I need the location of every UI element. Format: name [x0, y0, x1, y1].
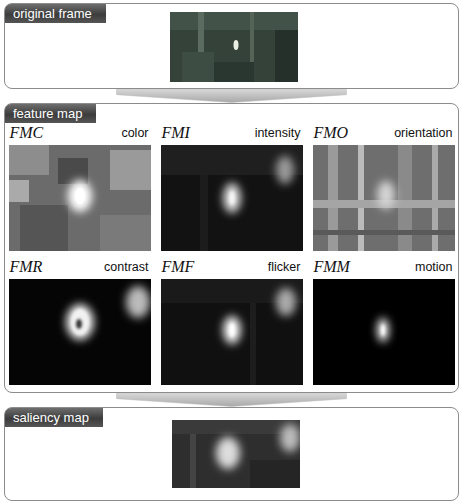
image-texture: [190, 434, 196, 488]
section-panel: feature mapFMC color FMI intensity FMO orient…: [4, 103, 459, 393]
image-highlight: [229, 191, 235, 205]
intensity-map-image: [161, 145, 303, 251]
image-highlight: [276, 156, 294, 184]
image-highlight: [75, 188, 85, 204]
saliency-map-image: [172, 420, 300, 488]
image-texture: [200, 175, 208, 251]
image-highlight: [377, 181, 395, 209]
image-ground: [313, 279, 455, 385]
image-highlight: [76, 319, 82, 329]
image-highlight: [68, 180, 92, 212]
feature-map-cell: FMO orientation: [313, 123, 455, 251]
image-texture: [313, 230, 455, 235]
flow-arrow: [117, 90, 347, 103]
image-texture: [250, 303, 256, 385]
image-highlight: [223, 316, 241, 344]
contrast-map-image: [9, 279, 151, 385]
map-symbol: FMI: [162, 123, 190, 143]
image-texture: [9, 145, 49, 175]
feature-name: intensity: [255, 125, 301, 141]
feature-map-cell: FMR contrast: [9, 257, 151, 385]
map-symbol: FMM: [314, 257, 350, 277]
feature-map-cell: FMM motion: [313, 257, 455, 385]
image-ground: [9, 279, 151, 385]
image-texture: [328, 145, 338, 251]
image-texture: [358, 145, 364, 251]
image-highlight: [223, 183, 241, 213]
image-ground: [172, 420, 300, 488]
flicker-map-image: [161, 279, 303, 385]
feature-map-cell: FMF flicker: [161, 257, 303, 385]
section-panel: saliency map: [4, 407, 459, 501]
image-texture: [182, 52, 214, 82]
image-highlight: [216, 437, 240, 469]
image-ground: [170, 12, 298, 82]
feature-name: contrast: [104, 259, 148, 275]
section-tab: feature map: [5, 104, 96, 123]
section-tab: saliency map: [5, 408, 103, 427]
feature-name: color: [121, 125, 148, 141]
image-texture: [214, 62, 254, 82]
section-tab: original frame: [5, 4, 106, 23]
map-symbol: FMO: [314, 123, 349, 143]
image-texture: [9, 180, 29, 202]
image-highlight: [234, 40, 239, 50]
image-highlight: [381, 324, 385, 336]
feature-name: flicker: [268, 259, 301, 275]
original-frame-image: [170, 12, 298, 82]
image-highlight: [280, 424, 300, 452]
image-texture: [250, 460, 300, 488]
image-texture: [58, 158, 88, 184]
image-highlight: [126, 286, 150, 318]
image-highlight: [71, 309, 89, 335]
map-symbol: FMC: [10, 123, 44, 143]
image-ground: [9, 145, 151, 251]
image-texture: [432, 145, 438, 251]
image-texture: [110, 150, 151, 190]
image-highlight: [229, 323, 235, 337]
image-texture: [170, 12, 298, 30]
image-ground: [161, 145, 303, 251]
image-highlight: [66, 304, 94, 340]
feature-name: motion: [415, 259, 453, 275]
image-texture: [20, 205, 68, 251]
image-texture: [398, 145, 412, 251]
flow-arrow-group: [117, 90, 347, 103]
flow-arrow: [117, 394, 347, 407]
feature-map-cell: FMI intensity: [161, 123, 303, 251]
image-highlight: [377, 318, 389, 342]
feature-map-cell: FMC color: [9, 123, 151, 251]
map-symbol: FMR: [10, 257, 43, 277]
color-map-image: [9, 145, 151, 251]
image-ground: [161, 279, 303, 385]
feature-name: orientation: [394, 125, 452, 141]
section-panel: original frame: [4, 3, 459, 89]
motion-map-image: [313, 279, 455, 385]
image-texture: [275, 30, 298, 82]
image-texture: [100, 215, 151, 251]
image-texture: [172, 420, 300, 434]
map-symbol: FMF: [162, 257, 195, 277]
orientation-map-image: [313, 145, 455, 251]
image-highlight: [276, 288, 296, 316]
flow-arrow-group: [117, 394, 347, 407]
image-ground: [313, 145, 455, 251]
